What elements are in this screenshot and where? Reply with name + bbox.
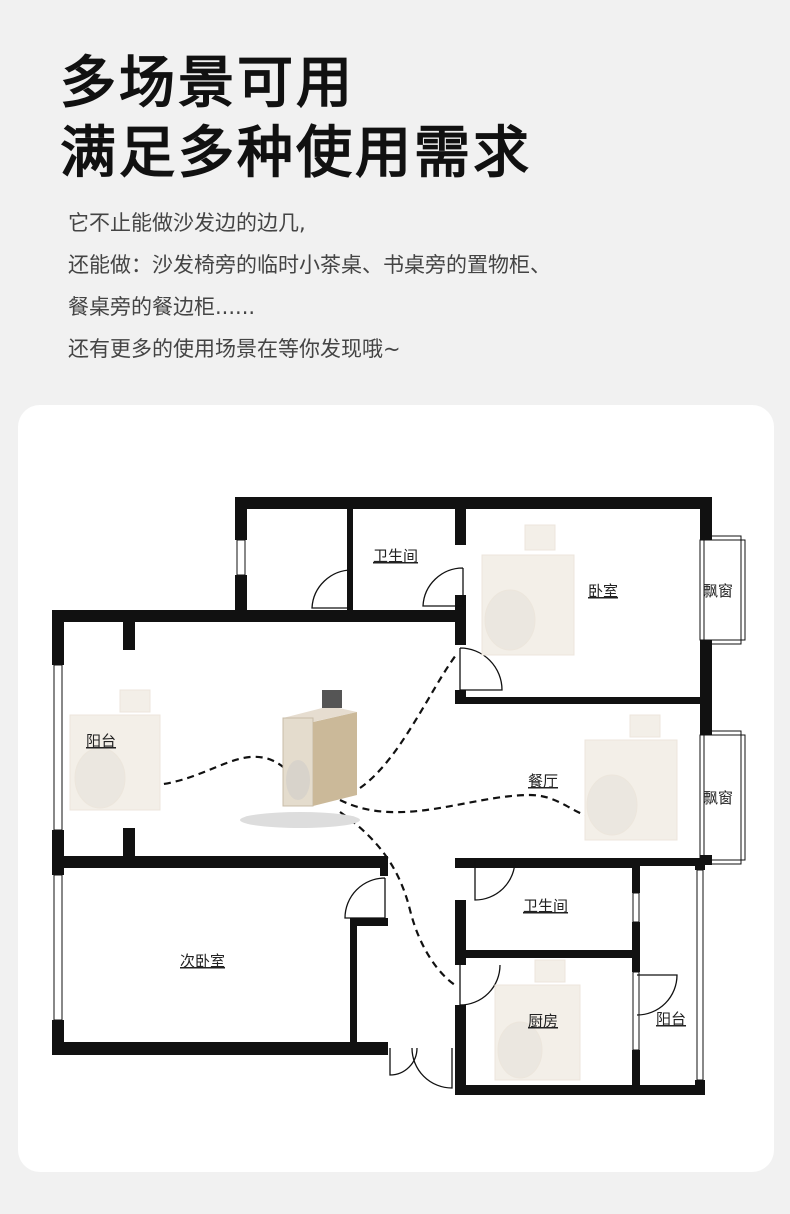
walls <box>52 497 712 1095</box>
ghost-cabinets <box>69 524 678 1081</box>
cabinet-ghost-balcony <box>69 689 161 811</box>
description: 它不止能做沙发边的边几, 还能做：沙发椅旁的临时小茶桌、书桌旁的置物柜、 餐桌旁… <box>68 202 551 370</box>
description-line: 它不止能做沙发边的边几, <box>68 211 306 235</box>
label-bathroom-bottom: 卫生间 <box>523 897 568 915</box>
label-kitchen: 厨房 <box>528 1012 558 1030</box>
label-dining: 餐厅 <box>528 772 558 790</box>
label-balcony-right: 阳台 <box>656 1010 686 1028</box>
route-paths <box>139 654 586 986</box>
label-bay-window-mid: 飘窗 <box>703 789 733 807</box>
label-bathroom-top: 卫生间 <box>373 547 418 565</box>
cabinet-ghost-bedroom <box>481 524 575 656</box>
doors <box>311 567 678 1089</box>
description-line: 餐桌旁的餐边柜...... <box>68 295 256 319</box>
cabinet-ghost-dining <box>584 714 678 841</box>
heading-line-1: 多场景可用 <box>60 51 355 116</box>
heading-line-2: 满足多种使用需求 <box>60 121 532 186</box>
main-cabinet <box>240 690 360 828</box>
windows <box>53 535 746 1081</box>
label-bay-window-top: 飘窗 <box>703 582 733 600</box>
label-second-bedroom: 次卧室 <box>180 952 225 970</box>
description-line: 还能做：沙发椅旁的临时小茶桌、书桌旁的置物柜、 <box>68 253 551 277</box>
description-line: 还有更多的使用场景在等你发现哦~ <box>68 337 401 361</box>
cabinet-ghost-kitchen <box>494 959 581 1081</box>
room-labels: 卫生间 卧室 飘窗 阳台 餐厅 飘窗 卫生间 次卧室 厨房 阳台 <box>86 547 733 1030</box>
label-bedroom: 卧室 <box>588 582 618 600</box>
label-balcony-left: 阳台 <box>86 732 116 750</box>
